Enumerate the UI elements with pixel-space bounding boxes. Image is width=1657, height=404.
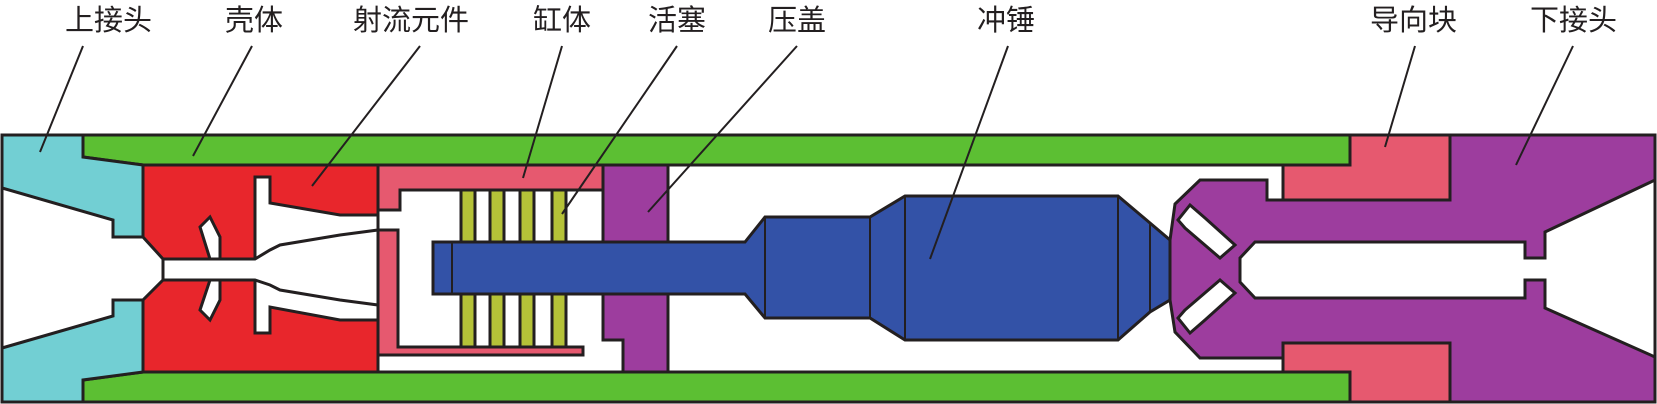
lower-sub-window-top [1176,202,1238,260]
label-upper-sub: 上接头 [65,3,152,37]
lower-sub [1168,133,1657,404]
label-guide-block: 导向块 [1370,3,1457,37]
label-lower-sub: 下接头 [1530,3,1617,37]
label-cylinder: 缸体 [533,3,591,37]
cylinder-liner [376,228,585,357]
label-piston: 活塞 [648,3,706,37]
piston-ring-top-4 [550,188,568,244]
housing-bottom [81,370,1352,404]
piston-ring-top-1 [459,188,477,244]
piston-ring-bottom-4 [550,292,568,349]
housing-top [81,133,1352,167]
leader-guide-block [1384,45,1416,148]
leader-lower-sub [1515,45,1574,166]
leader-cylinder [522,45,563,179]
leader-piston [561,45,678,215]
leader-upper-sub [39,45,84,153]
leader-hammer [929,45,1009,260]
piston-ring-bottom-1 [459,292,477,349]
lower-sub-window-bottom [1176,278,1238,336]
label-hammer: 冲锤 [977,3,1035,37]
label-housing: 壳体 [225,3,283,37]
leader-gland [647,45,798,213]
leader-housing [192,45,253,157]
leader-jet-element [311,45,421,187]
label-gland: 压盖 [768,3,826,37]
label-jet-element: 射流元件 [353,3,469,37]
piston-ring-top-2 [488,188,506,244]
piston-ring-top-3 [518,188,536,244]
piston-ring-bottom-3 [518,292,536,349]
piston-ring-bottom-2 [488,292,506,349]
